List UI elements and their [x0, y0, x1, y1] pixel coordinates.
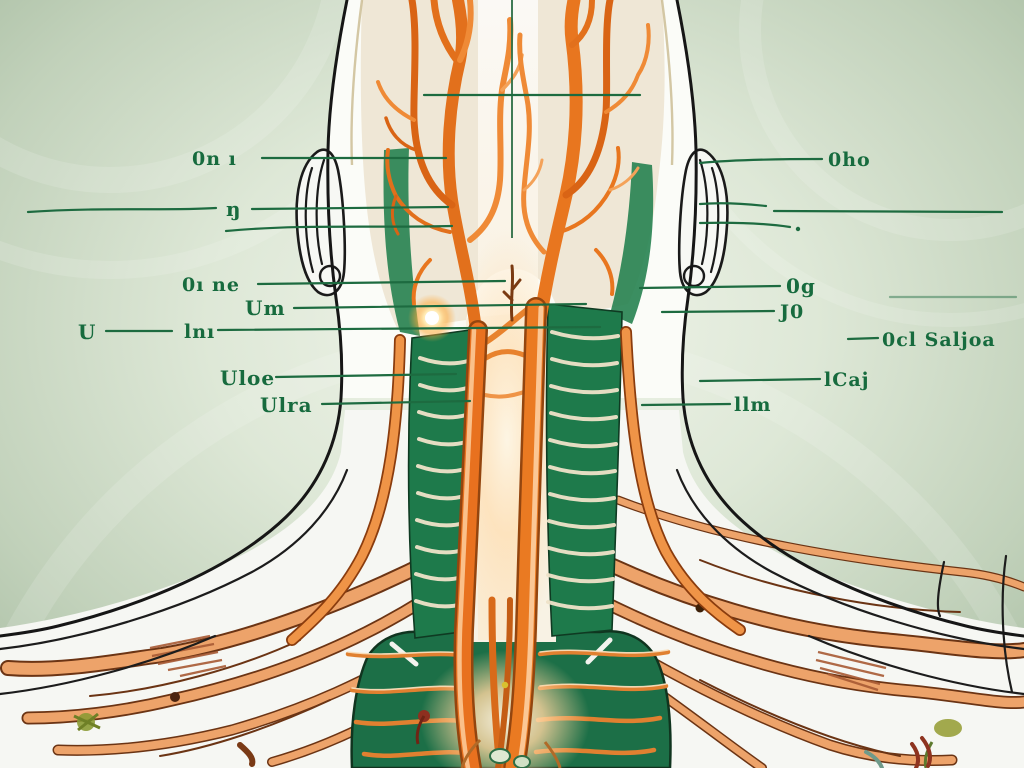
anatomy-label: 0g: [786, 274, 816, 298]
glow-node: [408, 294, 456, 342]
anatomy-label: 0ho: [828, 149, 871, 171]
spinal-cord-vessels: [286, 294, 746, 768]
anatomy-label: Um: [245, 296, 286, 320]
vertebra-ribs: [414, 330, 620, 611]
bottom-nodes: [415, 681, 562, 768]
left-ganglion-node: [73, 712, 101, 732]
anatomy-labels: 0n ı ŋ 0ı ne Um U lnı Uloe Ulra 0ho 0g J…: [78, 148, 996, 417]
right-ganglion-node: [864, 719, 962, 768]
anatomy-label: 0cl Saljoa: [882, 329, 996, 351]
anatomy-label: ŋ: [226, 197, 242, 221]
anatomy-label: U: [78, 320, 96, 344]
right-shoulder-nerves: [584, 495, 1024, 768]
body-outlines: [0, 0, 1024, 696]
spinal-columns: [407, 303, 623, 639]
anatomy-label: 0ı ne: [182, 274, 240, 296]
anatomy-label: 0n ı: [192, 148, 237, 170]
anatomy-label: lCaj: [824, 369, 870, 391]
label-lines: [26, 156, 1018, 407]
anatomy-label: Uloe: [220, 366, 275, 390]
anatomy-label: J0: [778, 301, 804, 323]
brain-nerves: [376, 0, 651, 399]
anatomy-label: Ulra: [260, 393, 313, 417]
center-lines: [422, 0, 642, 238]
anatomy-label: llm: [734, 394, 772, 416]
anatomy-label: lnı: [184, 321, 215, 343]
